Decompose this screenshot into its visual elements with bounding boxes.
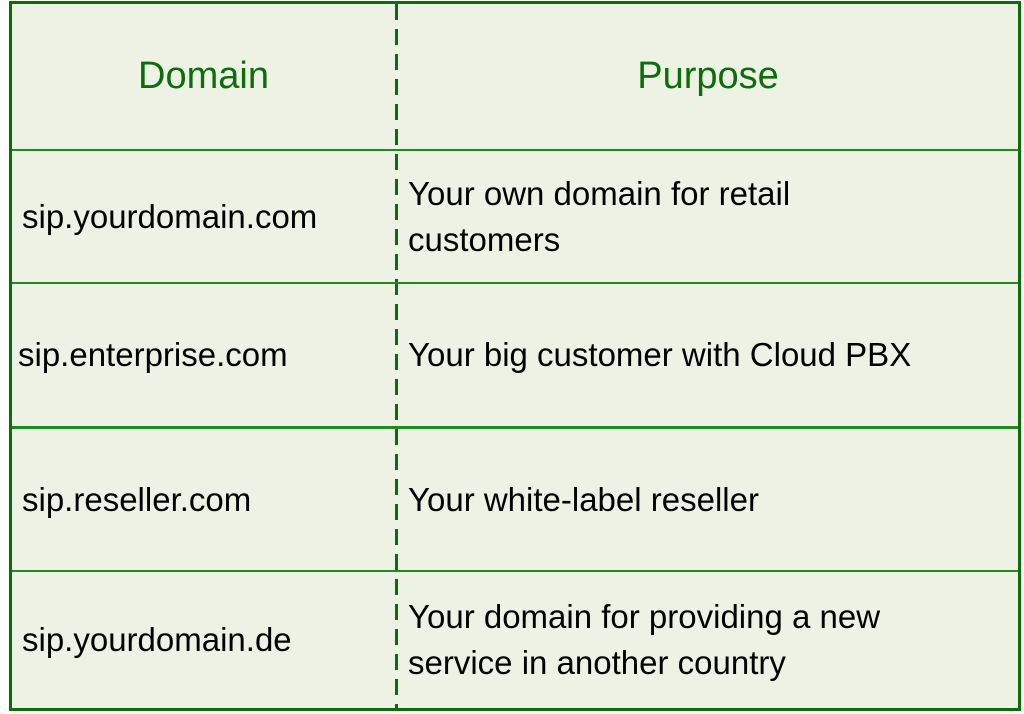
header-domain: Domain (138, 55, 269, 97)
domain-purpose-table: Domain Purpose sip.yourdomain.com Your o… (9, 1, 1021, 711)
column-divider (395, 4, 398, 708)
row-separator (12, 149, 1018, 151)
cell-domain: sip.enterprise.com (18, 336, 288, 373)
cell-purpose: Your white-label reseller (408, 480, 759, 518)
cell-purpose: Your own domain for retail customers (408, 174, 791, 258)
cell-purpose: Your big customer with Cloud PBX (408, 336, 912, 373)
cell-purpose: Your domain for providing a new service … (408, 598, 881, 681)
row-separator (12, 570, 1018, 572)
cell-domain: sip.yourdomain.com (22, 197, 318, 235)
header-purpose: Purpose (637, 55, 779, 97)
cell-domain: sip.yourdomain.de (22, 621, 292, 658)
row-separator (12, 282, 1018, 284)
row-separator (12, 426, 1018, 429)
cell-domain: sip.reseller.com (22, 480, 252, 518)
